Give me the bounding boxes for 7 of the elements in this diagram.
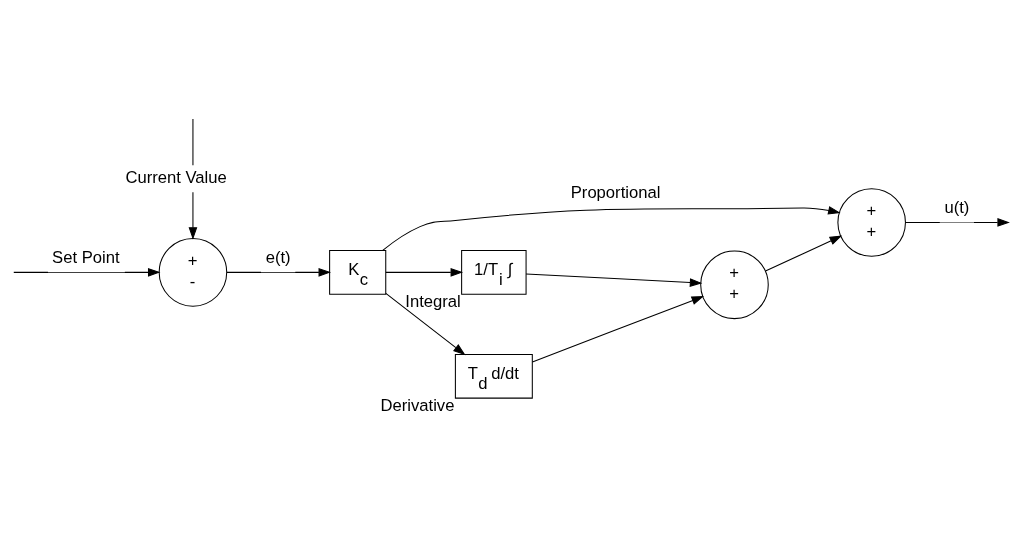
edge-label: Proportional bbox=[570, 182, 661, 202]
edge-label: e(t) bbox=[265, 247, 291, 267]
node-label: Integral bbox=[405, 292, 461, 311]
node-label: Derivative bbox=[380, 395, 455, 415]
edge-label: u(t) bbox=[944, 197, 970, 217]
edge-label: Set Point bbox=[52, 247, 120, 267]
edge-label: Current Value bbox=[125, 167, 227, 187]
